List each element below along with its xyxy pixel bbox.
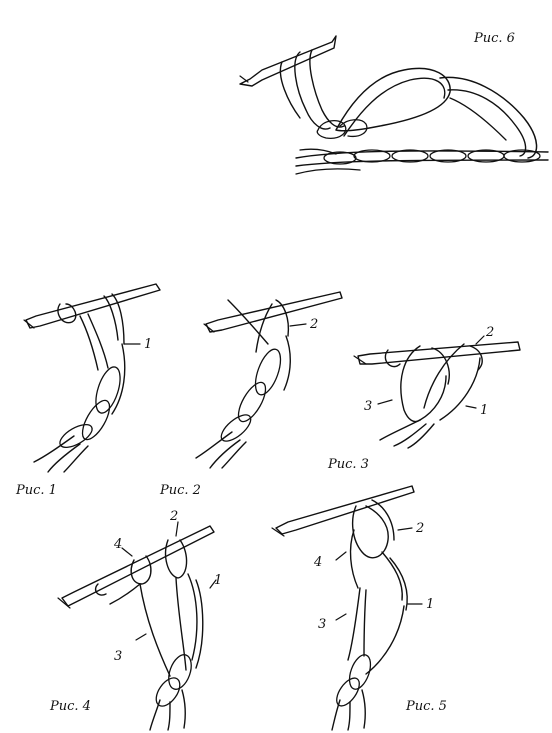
figure-4-illustration	[57, 521, 217, 731]
figure-3-callout-1: 1	[480, 403, 488, 418]
figure-3-crochet-hook	[357, 341, 521, 365]
figure-3-callout-3: 3	[364, 399, 372, 414]
figure-4-crochet-hook	[61, 525, 215, 607]
figure-4-callout-3: 3	[114, 649, 122, 664]
figure-2-callout-2: 2	[309, 317, 318, 332]
figure-6-caption: Рис. 6	[473, 31, 515, 46]
figure-3-illustration	[353, 335, 521, 449]
figure-2-caption: Рис. 2	[159, 483, 201, 498]
figure-5-illustration	[271, 485, 423, 731]
figure-4-callout-4: 4	[113, 537, 122, 552]
figure-1-callout-1: 1	[144, 337, 152, 352]
figure-5-callout-3: 3	[318, 617, 326, 632]
figure-6-outer-arch	[439, 76, 538, 159]
figure-3-caption: Рис. 3	[327, 457, 369, 472]
figure-4-callout-2: 2	[169, 509, 178, 524]
figure-4-callout-1: 1	[214, 573, 222, 588]
figure-5-callout-1: 1	[426, 597, 434, 612]
figure-5-crochet-hook	[275, 485, 415, 535]
figure-6-arch-loop	[335, 67, 451, 132]
figure-6-illustration	[239, 35, 549, 175]
figure-2-crochet-hook	[205, 291, 343, 333]
figure-6-crochet-hook	[239, 35, 337, 87]
figure-3-callout-2: 2	[485, 325, 494, 340]
figure-1-caption: Рис. 1	[15, 483, 57, 498]
figure-5-callout-4: 4	[313, 555, 322, 570]
figure-2-illustration	[195, 291, 343, 469]
figure-5-caption: Рис. 5	[405, 699, 447, 714]
figure-5-callout-2: 2	[415, 521, 424, 536]
figure-1-crochet-hook	[25, 283, 161, 329]
figure-6-base-chain	[295, 150, 549, 159]
figure-4-caption: Рис. 4	[49, 699, 91, 714]
figure-1-illustration	[23, 283, 161, 473]
